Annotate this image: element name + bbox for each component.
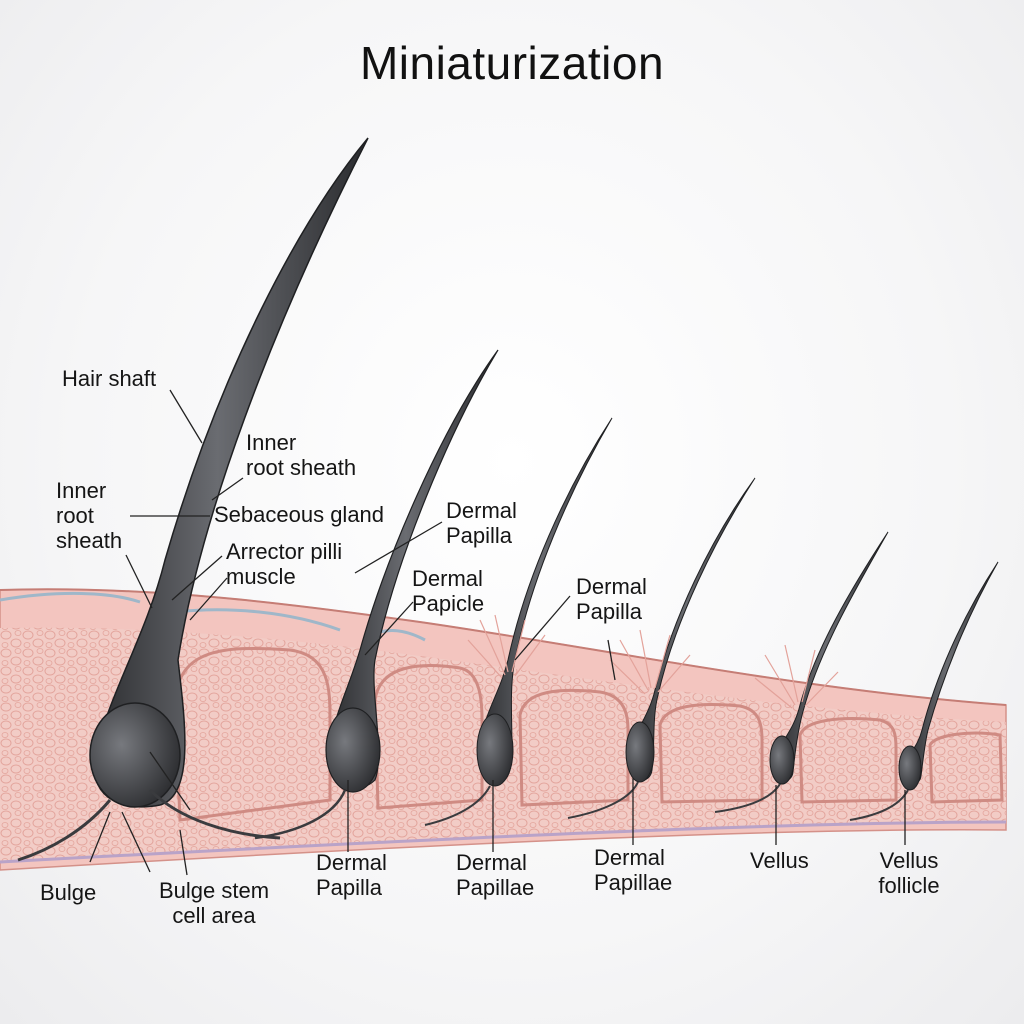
miniaturizing-hair-icon <box>424 417 613 826</box>
label-sebaceous-gland: Sebaceous gland <box>214 502 385 527</box>
label-dermal-papilla-bottom: Dermal Papilla <box>316 850 387 900</box>
leader-lines <box>89 389 906 876</box>
label-dermal-papicle: Dermal Papicle <box>412 566 485 616</box>
label-vellus: Vellus <box>750 848 809 873</box>
dermal-chamber <box>798 717 898 804</box>
miniaturizing-hair-icon <box>254 349 499 840</box>
basement-line <box>0 820 1007 864</box>
label-inner-root-sheath-left: Inner root sheath <box>56 478 123 553</box>
label-dermal-papilla-upper-1: Dermal Papilla <box>446 498 517 548</box>
label-bulge-stem-cell-area: Bulge stem cell area <box>158 878 270 928</box>
vellus-hair-icon <box>714 531 889 813</box>
dermal-chamber <box>928 731 1004 804</box>
label-dermal-papillae-bottom-2: Dermal Papillae <box>594 845 673 895</box>
label-dermal-papillae-bottom-1: Dermal Papillae <box>456 850 535 900</box>
sheath-blue-line <box>0 591 426 642</box>
dermal-chamber <box>373 664 484 810</box>
label-bulge: Bulge <box>40 880 97 905</box>
label-arrector-pili-muscle: Arrector pilli muscle <box>226 539 343 589</box>
dermal-chamber <box>518 688 630 807</box>
label-dermal-papilla-upper-2: Dermal Papilla <box>576 574 647 624</box>
dermal-chamber <box>658 703 764 804</box>
label-hair-shaft: Hair shaft <box>62 366 157 391</box>
diagram-title: Miniaturization <box>359 37 665 89</box>
terminal-hair-icon <box>17 137 369 862</box>
miniaturizing-hair-icon <box>567 477 756 819</box>
dermal-chamber <box>173 647 332 822</box>
label-inner-root-sheath-top: Inner root sheath <box>246 430 357 480</box>
label-vellus-follicle: Vellus follicle <box>878 848 940 898</box>
